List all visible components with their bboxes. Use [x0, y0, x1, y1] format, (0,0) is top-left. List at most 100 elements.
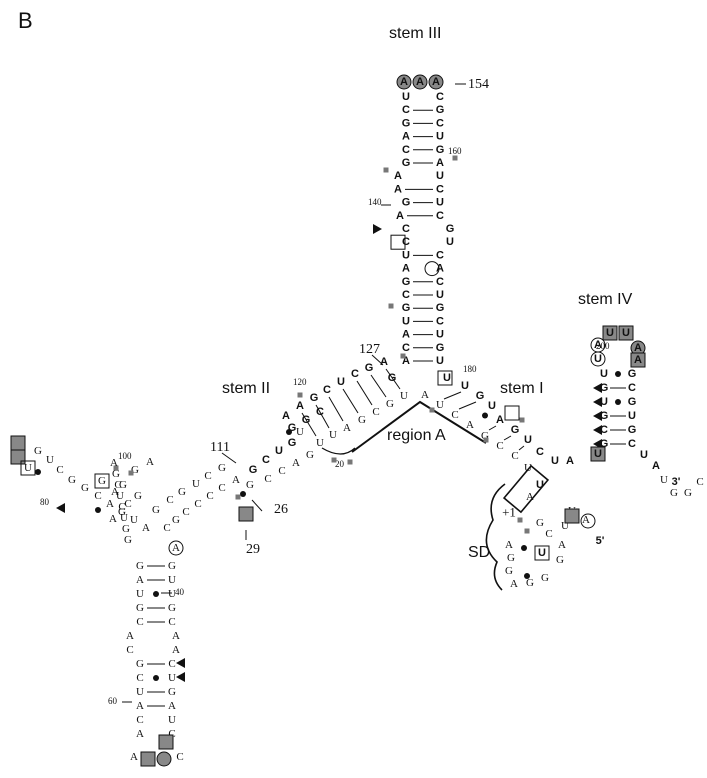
- stem-i-boxed-region: [502, 464, 550, 514]
- protected-base-box: [437, 370, 453, 386]
- lower-stem-right-base: A: [172, 644, 180, 656]
- lower-stem-right-base: A: [168, 700, 176, 712]
- protected-base-box-filled: [10, 435, 26, 451]
- cleavage-mark: [297, 392, 303, 398]
- position-140: 140: [368, 197, 382, 207]
- stem-i-bottom-base: C: [496, 440, 503, 452]
- left-branch-base: U: [46, 454, 54, 466]
- region-a-label: region A: [387, 427, 446, 444]
- stem-iii-left-base: A: [402, 355, 410, 367]
- stem-iv-right-base: G: [628, 368, 637, 380]
- stem-i-top-base: U: [524, 434, 532, 446]
- protected-base-box-filled: [140, 751, 156, 767]
- lower-stem-right-base: U: [168, 714, 176, 726]
- cleavage-mark: [429, 407, 435, 413]
- left-branch-base: U: [130, 514, 138, 526]
- stem-ii-base: G: [246, 479, 254, 491]
- stem-ii-base: U: [275, 445, 283, 457]
- left-branch-base: C: [182, 506, 189, 518]
- left-branch-base: G: [134, 490, 142, 502]
- lower-stem-left-base: U: [136, 588, 144, 600]
- position-29: 29: [246, 542, 260, 557]
- stem-i-top-base: G: [511, 424, 520, 436]
- sd-bracket: [485, 483, 506, 591]
- lower-stem-right-base: G: [168, 686, 176, 698]
- protected-base-box: [20, 460, 36, 476]
- gu-pair-dot: [521, 545, 527, 551]
- stem-iv-left-base: G: [600, 438, 609, 450]
- region-a-line: [351, 400, 487, 453]
- stem-iii-right-base: U: [446, 236, 454, 248]
- base-pair-line: [385, 368, 401, 390]
- stem-iii-left-base: C: [402, 104, 410, 116]
- stem-iii-left-base: A: [402, 263, 410, 275]
- left-branch-base: G: [131, 464, 139, 476]
- stem-iii-left-base: C: [402, 236, 410, 248]
- modified-base-circle-filled: [412, 74, 428, 90]
- lower-stem-right-base: U: [168, 672, 176, 684]
- stem-ii-upper-base: A: [296, 400, 304, 412]
- position-180: 180: [463, 364, 477, 374]
- stem-ii-base: C: [262, 454, 270, 466]
- sd-region-group: AGGAGGGAUGCUAU: [505, 505, 596, 590]
- lower-stem-upper-base: A: [110, 457, 118, 469]
- stem-ii-lower-base: U: [329, 429, 337, 441]
- left-branch-base: G: [172, 514, 180, 526]
- stem-iii-left-base: G: [402, 117, 411, 129]
- cleavage-mark: [128, 470, 134, 476]
- stem-iii-loop-base: A: [432, 76, 440, 88]
- base-pair-line: [443, 391, 462, 400]
- cleavage-arrowhead: [593, 383, 602, 393]
- stem-ii-lower-base: A: [292, 457, 300, 469]
- sd-region-base: G: [505, 565, 513, 577]
- cleavage-mark: [235, 494, 241, 500]
- cleavage-mark: [517, 517, 523, 523]
- stem-iv-tail-base: G: [670, 487, 678, 499]
- base-pair-line: [356, 380, 373, 406]
- stem-iv-tail-base: U: [660, 474, 668, 486]
- sd-region-base: G: [556, 554, 564, 566]
- protected-base-box: [504, 405, 520, 421]
- stem-ii-lower-base: U: [316, 437, 324, 449]
- stem-iv-tail-base: U: [640, 449, 648, 461]
- position-200: 200: [596, 341, 610, 351]
- stem-iii-right-base: U: [436, 355, 444, 367]
- position-100: 100: [118, 451, 132, 461]
- left-branch-base: U: [24, 462, 32, 474]
- stem-iii-left-base: C: [402, 289, 410, 301]
- stem-iv-loop-base: A: [634, 342, 642, 354]
- cleavage-arrowhead: [176, 658, 185, 668]
- stem-ii-upper-base: U: [337, 376, 345, 388]
- cleavage-mark: [347, 459, 353, 465]
- position-160: 160: [448, 146, 462, 156]
- position-154: 154: [468, 77, 489, 92]
- cleavage-arrowhead: [373, 224, 382, 234]
- lower-stem-left-base: A: [136, 728, 144, 740]
- gu-pair-dot: [615, 371, 621, 377]
- sd-region-base: U: [561, 520, 569, 532]
- protected-base-box-filled: [602, 325, 618, 341]
- stem-iv-loop-base: U: [594, 353, 602, 365]
- stem-i-top-base: U: [488, 400, 496, 412]
- sd-region-base: A: [558, 539, 566, 551]
- stem-iii-left-base: C: [402, 223, 410, 235]
- gu-pair-dot: [286, 429, 292, 435]
- stem-iv-tail-base: C: [696, 476, 703, 488]
- lower-stem-upper-base: G: [112, 468, 120, 480]
- lower-stem-right-base: C: [168, 616, 175, 628]
- cleavage-mark: [388, 303, 394, 309]
- left-branch-base: G: [98, 475, 106, 487]
- stem-ii-upper-base: C: [323, 384, 331, 396]
- stem-iii-right-base: C: [436, 183, 444, 195]
- sd-region-base: G: [541, 572, 549, 584]
- stem-i-top-base: U: [461, 380, 469, 392]
- lower-stem-left-base: C: [136, 714, 143, 726]
- left-branch-base: G: [119, 479, 127, 491]
- protected-base-box-filled: [10, 449, 26, 465]
- base-pair-line: [315, 404, 330, 429]
- sd-label: SD: [468, 544, 490, 561]
- stem-iii-right-base: U: [436, 197, 444, 209]
